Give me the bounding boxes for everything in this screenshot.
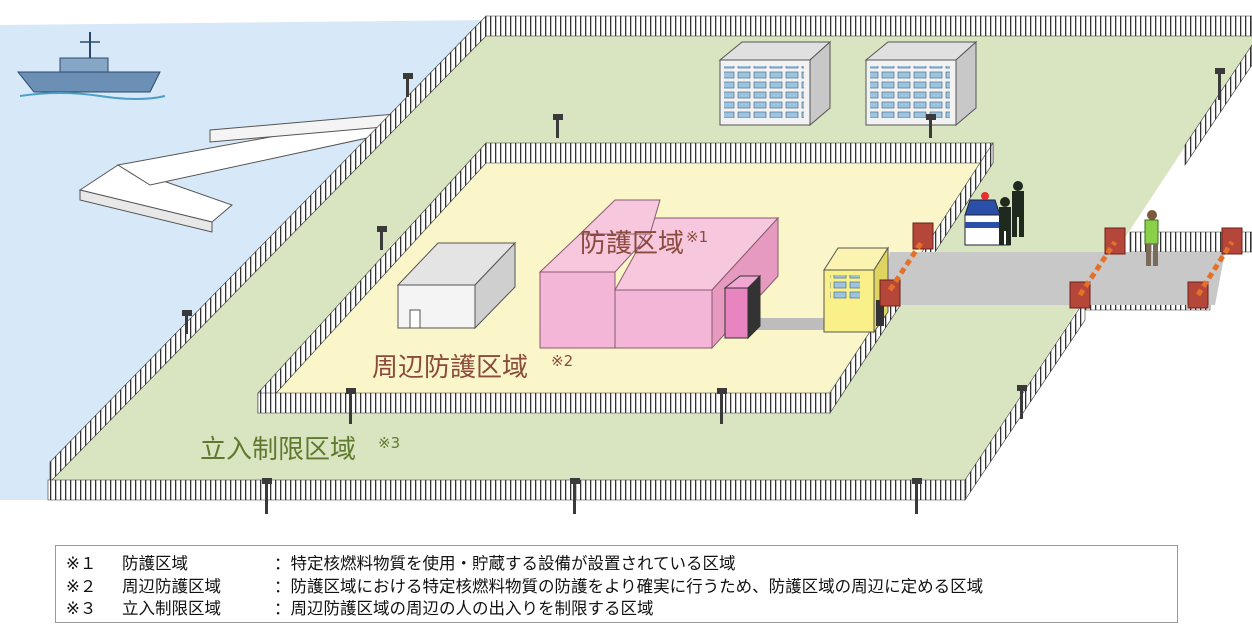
svg-text:周辺防護区域: 周辺防護区域 [372, 353, 528, 383]
access-road [740, 318, 830, 330]
svg-text:防護区域: 防護区域 [580, 229, 684, 259]
admin-building [718, 40, 832, 127]
outer-fence [47, 15, 1252, 501]
restricted-zone-label: 立入制限区域 ※3 [200, 434, 400, 465]
access-booth [723, 274, 762, 340]
access-road [880, 252, 1225, 305]
guard-icon [1012, 181, 1024, 237]
perimeter-zone-label: 周辺防護区域 ※2 [372, 352, 573, 383]
camera-icon [182, 68, 1225, 514]
guard-house [823, 246, 889, 334]
note-row: ※１ 防護区域 ：特定核燃料物質を使用・貯蔵する設備が設置されている区域 [66, 551, 1167, 574]
site-security-diagram: 防護区域 ※1 周辺防護区域 ※2 立入制限区域 ※3 [0, 15, 1252, 514]
note-row: ※２ 周辺防護区域 ：防護区域における特定核燃料物質の防護をより確実に行うため、… [66, 574, 1167, 597]
note-term: 立入制限区域 [122, 599, 221, 619]
svg-text:※2: ※2 [551, 352, 573, 370]
note-definition: ：特定核燃料物質を使用・貯蔵する設備が設置されている区域 [274, 554, 736, 574]
svg-text:立入制限区域: 立入制限区域 [200, 435, 356, 465]
admin-building [864, 40, 978, 127]
inner-gate [879, 222, 934, 307]
note-definition: ：周辺防護区域の周辺の人の出入りを制限する区域 [274, 599, 654, 619]
legend-notes: ※１ 防護区域 ：特定核燃料物質を使用・貯蔵する設備が設置されている区域 ※２ … [55, 545, 1178, 623]
worker-icon [1144, 210, 1159, 266]
note-mark: ※３ [66, 599, 97, 619]
note-term: 周辺防護区域 [122, 576, 221, 596]
note-definition: ：防護区域における特定核燃料物質の防護をより確実に行うため、防護区域の周辺に定め… [274, 576, 984, 596]
guard-icon [999, 197, 1011, 245]
police-car-icon [964, 192, 1011, 246]
note-mark: ※１ [66, 554, 97, 574]
ship-icon [16, 32, 166, 100]
storage-building [396, 241, 517, 330]
outer-gate [1069, 227, 1243, 309]
protected-zone-label: 防護区域 ※1 [580, 228, 708, 259]
svg-text:※1: ※1 [686, 228, 708, 246]
note-mark: ※２ [66, 576, 97, 596]
svg-text:※3: ※3 [378, 434, 400, 452]
note-row: ※３ 立入制限区域 ：周辺防護区域の周辺の人の出入りを制限する区域 [66, 596, 1167, 619]
note-term: 防護区域 [122, 554, 188, 574]
